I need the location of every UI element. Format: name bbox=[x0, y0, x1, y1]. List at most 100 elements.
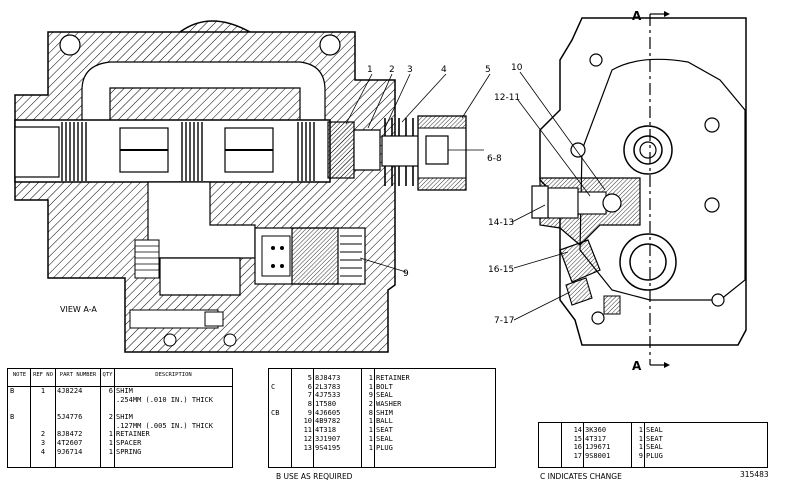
cell-desc: SEAT bbox=[646, 434, 663, 443]
header-qty: QTY bbox=[102, 372, 113, 378]
cell-desc: RETAINER bbox=[376, 374, 410, 382]
cell-qty: 9 bbox=[638, 452, 643, 461]
figure-number: 315483 bbox=[740, 470, 769, 479]
cell-desc: PLUG bbox=[376, 443, 393, 452]
cell-part: 4B9782 bbox=[315, 417, 341, 426]
cell-qty: 8 bbox=[368, 408, 373, 417]
cell-part: 4T317 bbox=[585, 434, 607, 443]
end-view bbox=[511, 11, 747, 368]
cell-desc: SHIM bbox=[116, 387, 133, 395]
cell-qty: 6 bbox=[108, 387, 113, 395]
cell-note: B bbox=[10, 387, 15, 395]
cell-qty: 1 bbox=[108, 439, 113, 448]
cell-part: 4J8224 bbox=[57, 387, 83, 395]
cell-ref: 9 bbox=[307, 408, 312, 417]
cell-qty: 2 bbox=[368, 400, 373, 409]
cell-desc: PLUG bbox=[646, 452, 663, 461]
footnote-b: B USE AS REQUIRED bbox=[276, 472, 353, 481]
callout-10: 10 bbox=[511, 63, 523, 73]
cell-note: CB bbox=[271, 408, 280, 417]
callout-14-13: 14-13 bbox=[488, 218, 514, 228]
cell-ref: 17 bbox=[573, 452, 582, 461]
header-ref: REF NO bbox=[33, 372, 53, 378]
cell-note: B bbox=[10, 413, 15, 422]
callout-7-17: 7-17 bbox=[494, 316, 514, 326]
cell-desc: RETAINER bbox=[116, 430, 150, 439]
cell-part: 8J8472 bbox=[57, 430, 83, 439]
cell-desc: WASHER bbox=[376, 400, 402, 409]
header-note: NOTE bbox=[12, 372, 27, 378]
cell-ref: 16 bbox=[573, 443, 582, 452]
cell-ref: 8 bbox=[307, 400, 312, 409]
cell-ref: 10 bbox=[303, 417, 312, 426]
cell-qty: 2 bbox=[108, 413, 113, 422]
callout-3: 3 bbox=[407, 65, 413, 75]
cell-ref: 7 bbox=[307, 391, 312, 400]
section-mark-a-bottom: A bbox=[632, 359, 642, 373]
cell-desc: SEAL bbox=[646, 443, 663, 452]
cell-part: 4T2607 bbox=[57, 439, 83, 448]
cell-ref: 12 bbox=[303, 434, 312, 443]
callout-2: 2 bbox=[389, 65, 395, 75]
cell-part: 9J6714 bbox=[57, 447, 83, 456]
cell-part: 4T318 bbox=[315, 426, 337, 435]
cell-desc: SHIM bbox=[116, 413, 133, 422]
cell-part: 3K360 bbox=[585, 426, 607, 434]
header-part: PART NUMBER bbox=[59, 372, 97, 378]
callout-5: 5 bbox=[485, 65, 491, 75]
cell-part: 9S8001 bbox=[585, 452, 611, 461]
cell-ref: 11 bbox=[303, 426, 312, 435]
cell-qty: 1 bbox=[368, 426, 373, 435]
cell-desc: SHIM bbox=[376, 408, 393, 417]
cell-qty: 1 bbox=[368, 382, 373, 391]
cell-note: C bbox=[271, 382, 276, 391]
cell-qty: 1 bbox=[638, 434, 643, 443]
parts-table-left: NOTE REF NO PART NUMBER QTY DESCRIPTION … bbox=[7, 368, 233, 468]
cell-part: 3J1907 bbox=[315, 434, 341, 443]
footnote-c: C INDICATES CHANGE bbox=[540, 472, 622, 481]
callout-1: 1 bbox=[367, 65, 373, 75]
cell-qty: 1 bbox=[638, 426, 643, 434]
cell-ref: 6 bbox=[307, 382, 312, 391]
cell-qty: 1 bbox=[108, 430, 113, 439]
cell-qty: 1 bbox=[368, 417, 373, 426]
cell-part: 1T580 bbox=[315, 400, 337, 409]
cell-ref: 14 bbox=[573, 426, 582, 434]
cell-desc: SPRING bbox=[116, 447, 142, 456]
section-mark-a-top: A bbox=[632, 9, 642, 23]
cell-part: 1J9671 bbox=[585, 443, 611, 452]
cell-desc: .254MM (.010 IN.) THICK bbox=[116, 395, 213, 404]
table-row bbox=[8, 404, 232, 413]
cell-ref: 4 bbox=[40, 447, 46, 456]
cell-desc: .127MM (.005 IN.) THICK bbox=[116, 421, 213, 430]
cell-ref: 13 bbox=[303, 443, 312, 452]
cell-desc: SPACER bbox=[116, 439, 142, 448]
view-label: VIEW A-A bbox=[60, 305, 97, 314]
cell-part: 2L3783 bbox=[315, 382, 341, 391]
callout-9: 9 bbox=[403, 269, 409, 279]
cell-qty: 1 bbox=[368, 434, 373, 443]
cell-desc: SEAL bbox=[646, 426, 663, 434]
cell-part: 4J7533 bbox=[315, 391, 341, 400]
header-desc: DESCRIPTION bbox=[155, 372, 192, 378]
cell-ref: 2 bbox=[40, 430, 46, 439]
cell-desc: SEAL bbox=[376, 391, 393, 400]
table-row: .127MM (.005 IN.) THICK bbox=[8, 422, 232, 431]
cell-qty: 1 bbox=[368, 374, 373, 382]
